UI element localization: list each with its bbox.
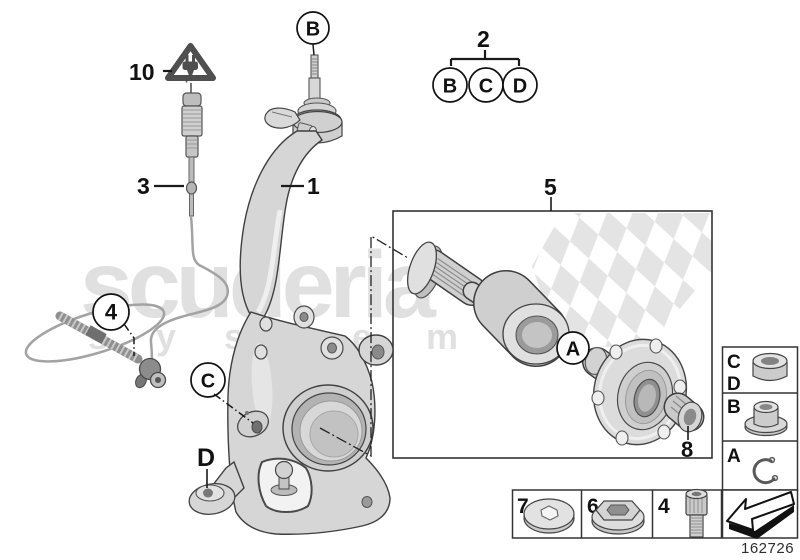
sensor-head xyxy=(135,357,167,389)
ball-joint-stud xyxy=(308,54,321,104)
wheel-hub xyxy=(582,338,688,446)
callout-4-number: 4 xyxy=(105,300,118,325)
callout-10: 10 xyxy=(129,59,155,85)
washer-icon xyxy=(523,498,575,534)
fastener-cell-4: 4 xyxy=(658,488,708,538)
fastener-cell-6: 6 xyxy=(587,495,645,535)
kit-leader-line xyxy=(319,234,409,458)
lobe-bolt xyxy=(361,496,373,508)
mid-bolt-boss xyxy=(320,336,344,360)
bearing-bore xyxy=(282,384,374,472)
callout-circle-4 xyxy=(92,293,130,331)
diagram-number: 162726 xyxy=(741,540,794,557)
kit-contents xyxy=(319,234,705,458)
upper-bolt-boss xyxy=(293,305,315,329)
kit-box-5 xyxy=(392,210,713,459)
fastener-row: 7 6 4 xyxy=(511,488,723,539)
washer-nut-icon xyxy=(591,500,645,535)
steering-knuckle xyxy=(188,54,394,535)
hub-bolt-holes xyxy=(591,338,687,446)
sensor-mount-ear xyxy=(236,410,270,438)
wheel-bearing xyxy=(473,270,570,367)
fastener-label-7: 7 xyxy=(517,495,529,518)
callout-A-letter: A xyxy=(566,339,580,361)
callout-circle-B xyxy=(296,11,330,45)
plug-icon xyxy=(182,55,198,83)
brand-watermark: scuderia s y s t e m s xyxy=(80,213,712,357)
callout-3: 3 xyxy=(137,173,150,199)
legend-letter-D: D xyxy=(727,374,741,395)
install-direction-arrow-icon xyxy=(726,491,795,539)
callout-C-letter: C xyxy=(201,371,215,393)
legend-row-b: B xyxy=(727,397,788,437)
cable-loop xyxy=(24,303,166,363)
callout-circle-A xyxy=(556,331,590,365)
group2-letter-C: C xyxy=(479,76,493,98)
clamp-ear xyxy=(264,107,301,129)
legend-table: C D B A xyxy=(721,346,799,557)
cable-grommet xyxy=(185,181,198,195)
callouts: 10 3 1 B 2 B C D 5 4 xyxy=(92,11,693,488)
checkered-flag-watermark xyxy=(532,213,712,349)
legend-row-cd: C D xyxy=(727,352,788,395)
collar-nut-icon xyxy=(752,352,788,382)
callout-1: 1 xyxy=(307,173,320,199)
callout-8: 8 xyxy=(681,437,693,462)
fastener-cell-7: 7 xyxy=(517,495,575,534)
callout-circle-C xyxy=(190,362,226,398)
legend-letter-C: C xyxy=(727,352,741,373)
legend-letter-B: B xyxy=(727,397,741,418)
lower-ball-stud xyxy=(270,460,298,496)
fastener-label-4: 4 xyxy=(658,495,670,518)
callout-5: 5 xyxy=(544,174,557,200)
corrugated-sleeve xyxy=(55,311,143,364)
lower-ball-joint-boss xyxy=(188,483,236,515)
legend-arrow-cell xyxy=(721,489,799,539)
legend-row-a: A xyxy=(727,446,779,485)
flange-nut-icon xyxy=(744,400,788,437)
callout-D: D xyxy=(197,444,215,472)
fastener-label-6: 6 xyxy=(587,495,599,518)
steering-arm-ear xyxy=(358,334,394,366)
electrical-warning-triangle-icon xyxy=(165,43,216,83)
snap-ring-icon xyxy=(752,456,779,485)
group2-letter-D: D xyxy=(513,76,527,98)
legend-letter-A: A xyxy=(727,446,741,467)
abs-sensor-group xyxy=(24,43,230,389)
watermark-letter: m xyxy=(426,316,458,357)
callout-B-letter: B xyxy=(306,19,320,41)
hub-nut xyxy=(663,392,705,433)
sensor-connector xyxy=(181,92,203,217)
sensor-cable xyxy=(149,215,230,363)
group2-letter-B: B xyxy=(443,76,457,98)
callout-2: 2 xyxy=(477,26,490,52)
socket-screw-icon xyxy=(685,488,708,538)
callout-group-2: 2 B C D xyxy=(432,26,538,103)
